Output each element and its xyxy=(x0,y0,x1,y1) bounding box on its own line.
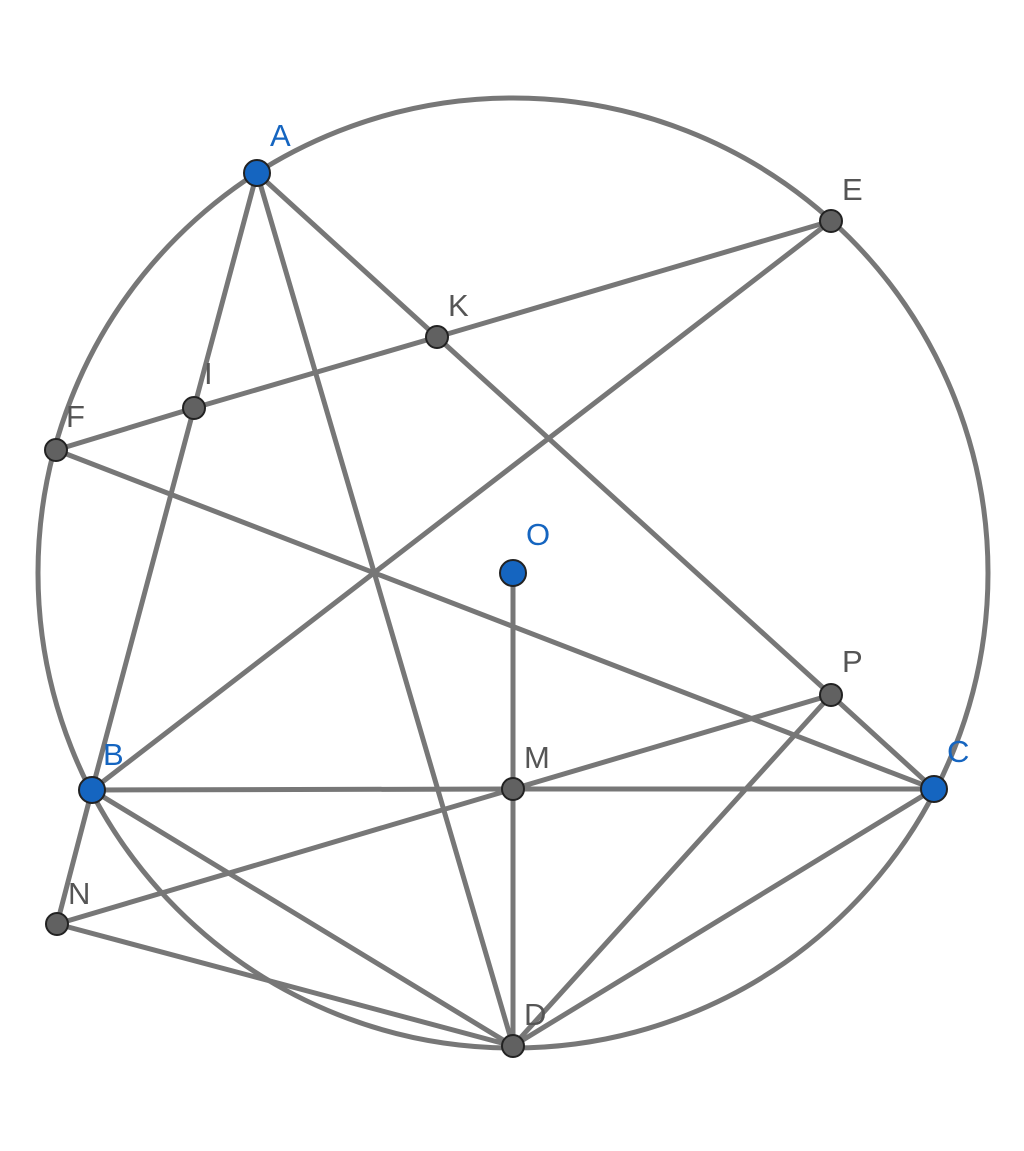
segments-layer xyxy=(53,170,937,1049)
segment-fc xyxy=(53,447,937,792)
segment-ik xyxy=(191,334,440,411)
label-n: N xyxy=(68,876,90,911)
segment-pd xyxy=(510,692,834,1049)
label-c: C xyxy=(947,734,969,769)
points-layer xyxy=(44,159,948,1058)
label-p: P xyxy=(842,644,863,679)
labels-layer: A B C O E K I F P M N D xyxy=(66,118,969,1032)
label-f: F xyxy=(66,399,85,434)
segment-ai xyxy=(191,170,260,411)
label-e: E xyxy=(842,172,863,207)
segment-eb xyxy=(89,218,834,793)
point-o[interactable] xyxy=(499,559,527,587)
point-p[interactable] xyxy=(819,683,843,707)
point-f[interactable] xyxy=(44,438,68,462)
label-k: K xyxy=(448,288,469,323)
label-d: D xyxy=(524,997,546,1032)
segment-ad xyxy=(254,170,516,1049)
point-k[interactable] xyxy=(425,325,449,349)
label-m: M xyxy=(524,740,550,775)
segment-ib xyxy=(89,405,197,793)
point-b[interactable] xyxy=(78,776,106,804)
segment-fi xyxy=(53,405,197,453)
point-e[interactable] xyxy=(819,209,843,233)
segment-pc xyxy=(828,692,937,792)
segment-kp xyxy=(434,334,834,698)
label-o: O xyxy=(526,517,550,552)
point-n[interactable] xyxy=(45,912,69,936)
segment-bn xyxy=(54,787,95,927)
point-c[interactable] xyxy=(920,775,948,803)
segment-ak xyxy=(254,170,440,340)
point-a[interactable] xyxy=(243,159,271,187)
segment-nd xyxy=(54,921,516,1049)
label-i: I xyxy=(204,356,213,391)
point-d[interactable] xyxy=(501,1034,525,1058)
label-b: B xyxy=(103,737,124,772)
label-a: A xyxy=(270,118,291,153)
segment-nm xyxy=(54,786,516,927)
point-i[interactable] xyxy=(182,396,206,420)
segment-bm xyxy=(89,786,516,793)
segment-ke xyxy=(434,218,834,340)
segment-bd xyxy=(89,787,516,1049)
segment-mp xyxy=(510,692,834,792)
segment-cd xyxy=(510,786,937,1049)
point-m[interactable] xyxy=(501,777,525,801)
